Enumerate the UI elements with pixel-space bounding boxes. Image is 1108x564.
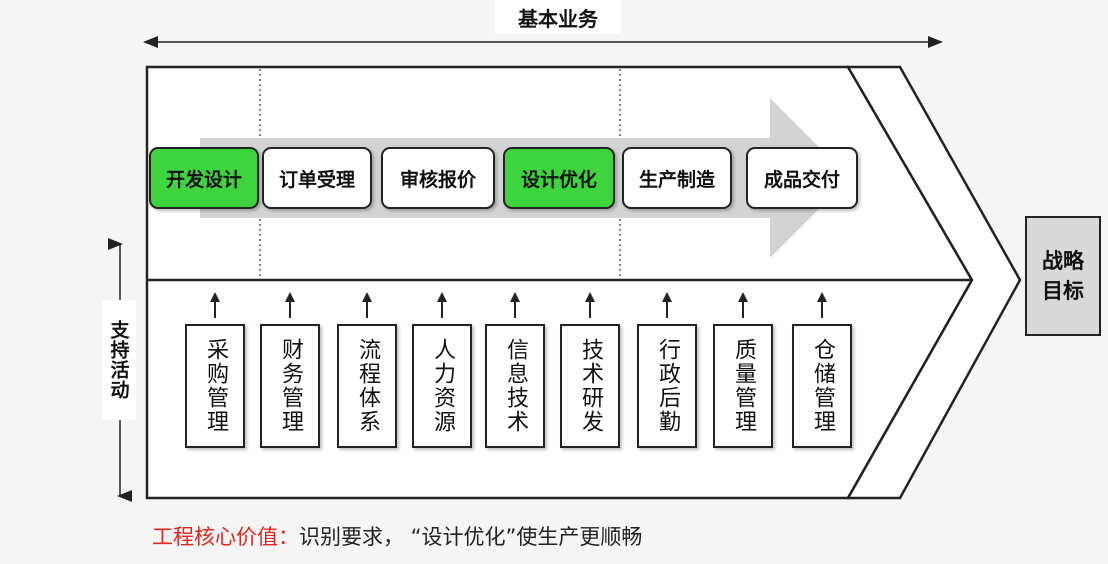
strategic-goal-label: 战略目标: [1042, 249, 1084, 303]
support-activity-box: 流程体系: [337, 324, 397, 448]
primary-activity-label: 生产制造: [638, 168, 715, 191]
support-activity-box: 人力资源: [412, 324, 472, 448]
support-up-arrow-head: [285, 292, 295, 302]
primary-activity-label: 开发设计: [165, 168, 242, 191]
support-activity-label: 财务管理: [278, 338, 303, 434]
support-activity-box: 信息技术: [485, 324, 545, 448]
primary-activity-label: 设计优化: [520, 168, 597, 191]
primary-activity-box: 设计优化: [503, 147, 615, 209]
support-up-arrow-head: [210, 292, 220, 302]
primary-activity-box: 订单受理: [262, 147, 372, 209]
primary-activity-label: 订单受理: [278, 168, 355, 191]
primary-activity-label: 审核报价: [399, 168, 476, 191]
primary-activity-label: 成品交付: [763, 168, 840, 191]
support-activity-box: 财务管理: [260, 324, 320, 448]
support-up-arrow-head: [362, 292, 372, 302]
support-activity-label: 人力资源: [430, 338, 455, 434]
primary-activity-box: 审核报价: [381, 147, 495, 209]
support-up-arrow-head: [817, 292, 827, 302]
support-activity-label: 采购管理: [203, 338, 228, 434]
support-activities-title-box: 支持活动: [102, 300, 136, 420]
support-activity-label: 技术研发: [578, 338, 603, 434]
footer-prefix: 工程核心价值：: [152, 525, 299, 549]
primary-activity-box: 开发设计: [149, 147, 259, 209]
primary-activity-box: 成品交付: [746, 147, 858, 209]
support-up-arrow-head: [738, 292, 748, 302]
strategic-goal-box: 战略目标: [1025, 216, 1101, 336]
footer-note: 工程核心价值： 识别要求， “设计优化”使生产更顺畅: [152, 518, 642, 554]
primary-activities-title: 基本业务: [495, 0, 621, 34]
primary-activity-box: 生产制造: [622, 147, 732, 209]
support-activity-label: 仓储管理: [810, 338, 835, 434]
support-up-arrow-head: [510, 292, 520, 302]
support-activity-box: 技术研发: [560, 324, 620, 448]
support-activity-label: 质量管理: [731, 338, 756, 434]
support-up-arrow-head: [585, 292, 595, 302]
support-up-arrow-head: [662, 292, 672, 302]
support-activity-label: 流程体系: [355, 338, 380, 434]
footer-text: 识别要求， “设计优化”使生产更顺畅: [299, 525, 643, 549]
support-activity-label: 信息技术: [503, 338, 528, 434]
support-activity-box: 采购管理: [185, 324, 245, 448]
support-activity-box: 质量管理: [713, 324, 773, 448]
support-activity-box: 仓储管理: [792, 324, 852, 448]
support-activities-title: 支持活动: [107, 320, 130, 400]
support-activity-box: 行政后勤: [637, 324, 697, 448]
support-up-arrow-head: [437, 292, 447, 302]
support-activity-label: 行政后勤: [655, 338, 680, 434]
